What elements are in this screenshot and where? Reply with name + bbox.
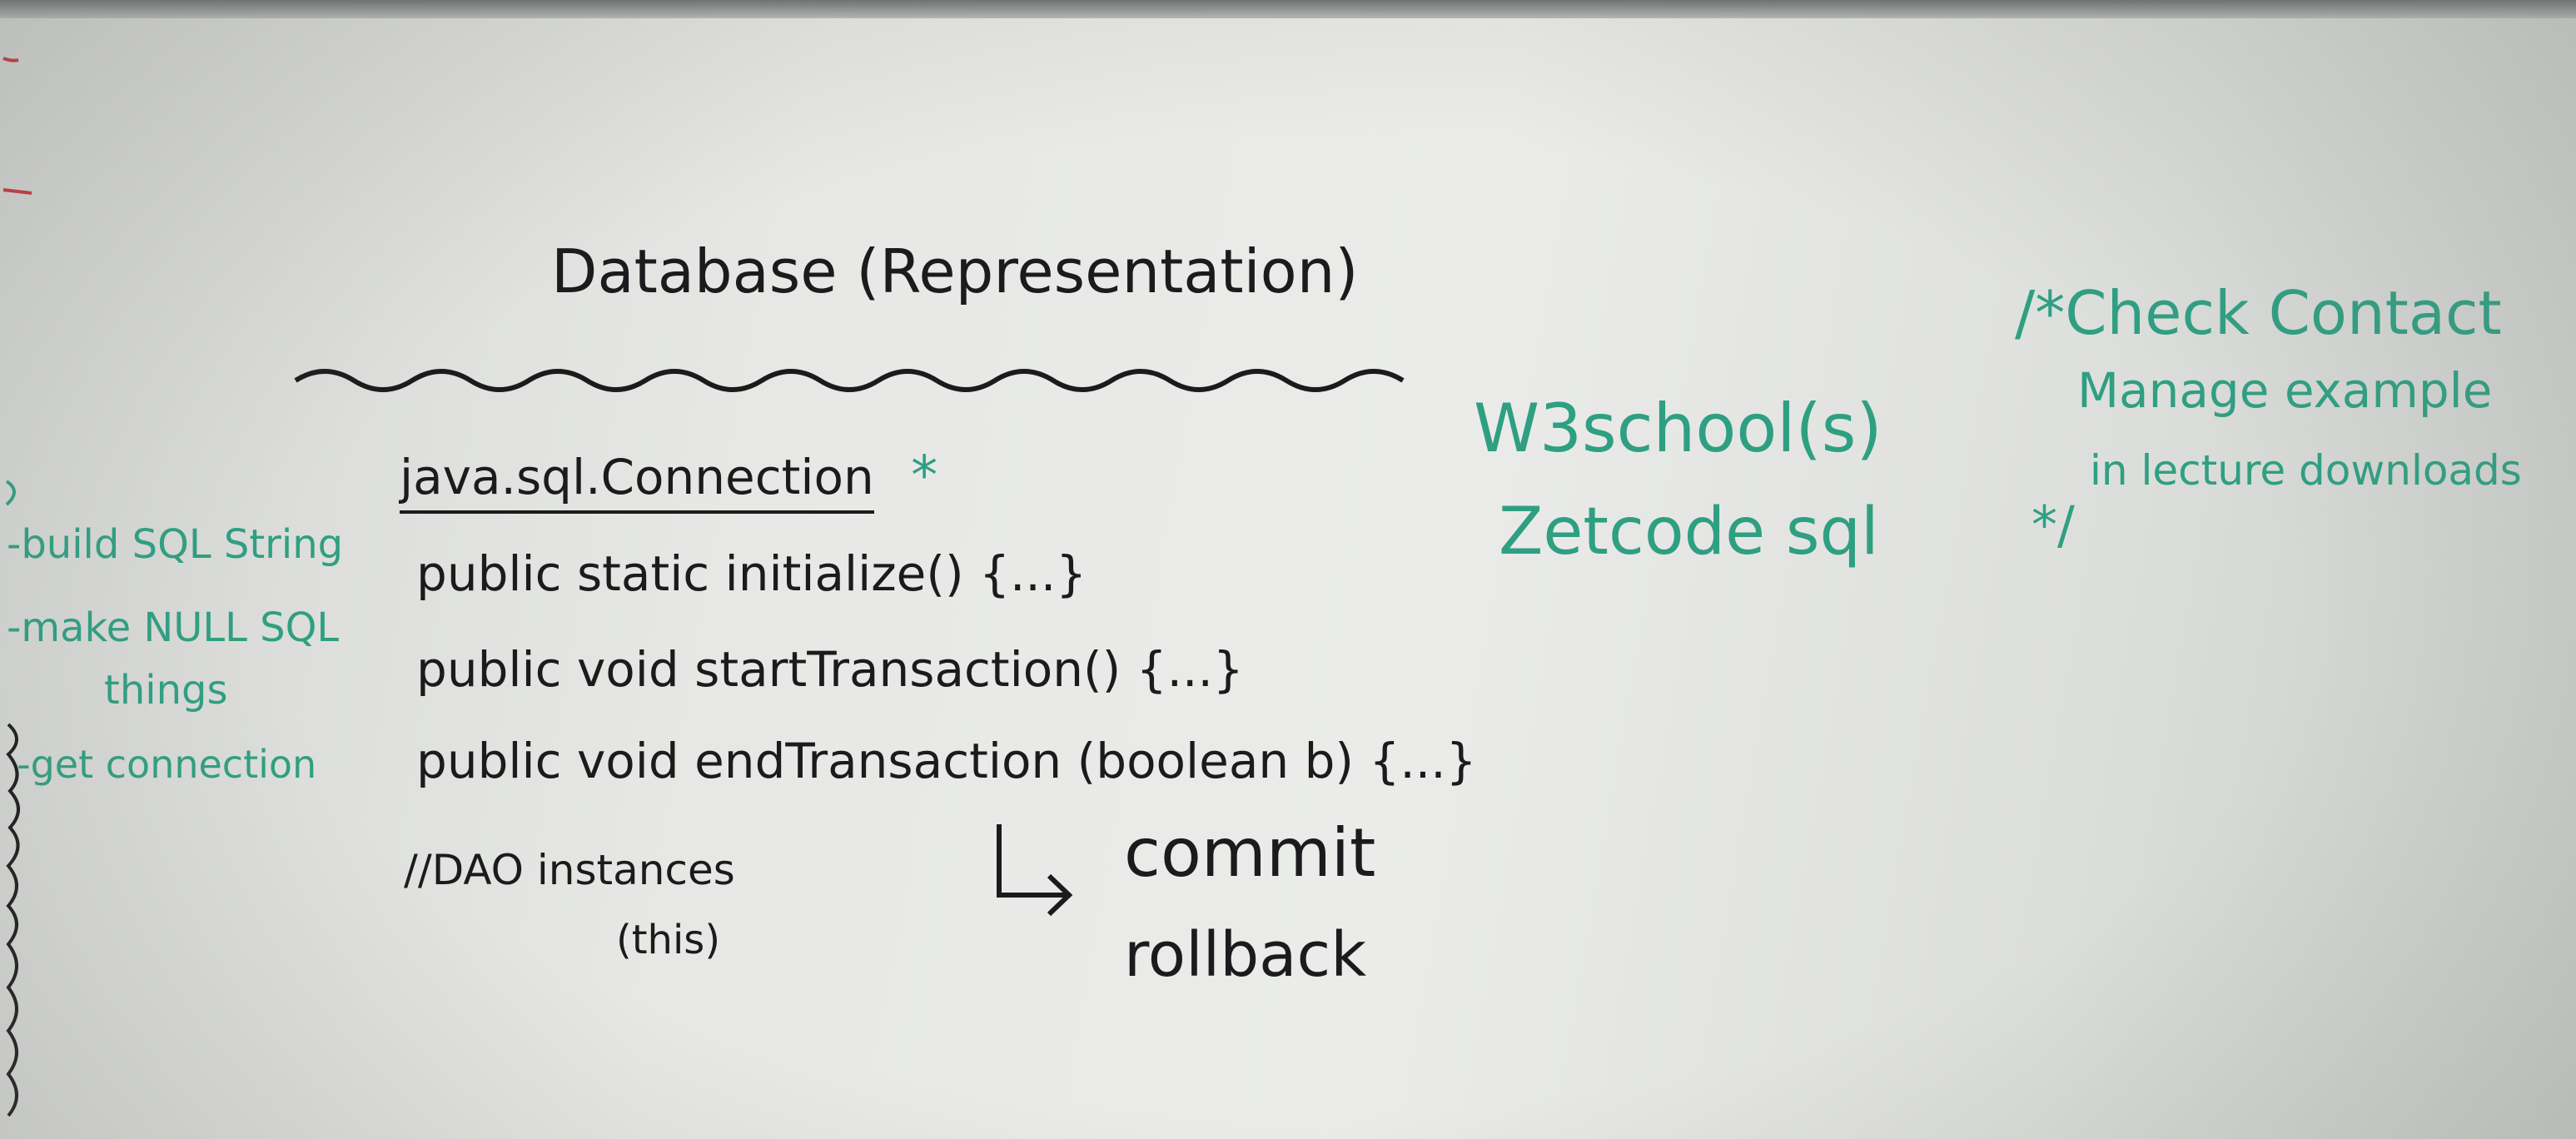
star-mark: * [911,445,938,507]
board-title: Database (Representation) [551,236,1359,306]
class-name-text: java.sql.Connection [400,449,874,514]
board-top-edge [0,0,2576,18]
note-make-null: -make NULL SQL [7,604,340,651]
dao-comment: //DAO instances [404,846,735,894]
method-initialize: public static initialize() {...} [416,545,1087,602]
reference-w3schools: W3school(s) [1474,390,1882,467]
note-things: things [104,667,228,714]
title-wavy-underline [294,369,1405,392]
comment-manage-example: Manage example [2077,362,2493,419]
comment-check-contact: /*Check Contact [2015,278,2502,348]
this-note: (this) [616,917,721,963]
method-end-transaction: public void endTransaction (boolean b) {… [416,733,1477,789]
method-start-transaction: public void startTransaction() {...} [416,641,1244,698]
comment-lecture-downloads: in lecture downloads [2090,446,2522,495]
comment-close: */ [2031,495,2075,555]
note-get-connection: -get connection [17,742,317,787]
arrow-icon [997,824,1073,916]
class-line: java.sql.Connection * [400,449,937,514]
reference-zetcode: Zetcode sql [1499,495,1879,570]
note-build-sql: -build SQL String [7,521,344,568]
left-margin-marks [2,57,32,1117]
commit-text: commit [1124,814,1376,892]
rollback-text: rollback [1124,919,1367,991]
